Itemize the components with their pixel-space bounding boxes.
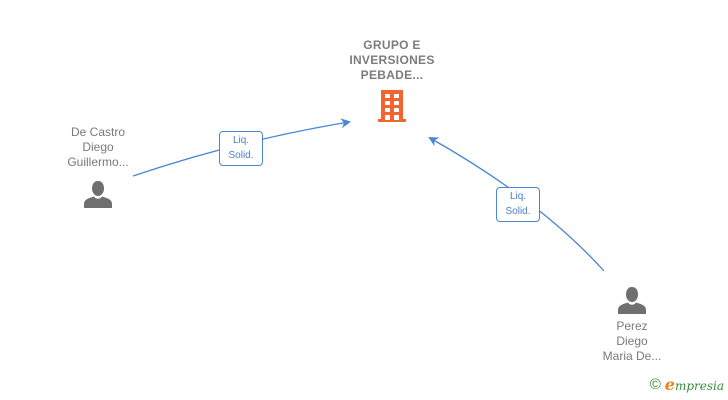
person-name: Perez Diego Maria De...: [602, 319, 662, 363]
company-name: GRUPO E INVERSIONES PEBADE...: [349, 38, 435, 82]
brand-initial: e: [664, 375, 675, 394]
company-node[interactable]: GRUPO E INVERSIONES PEBADE...: [332, 38, 452, 124]
person-icon: [84, 181, 112, 208]
person-node-de-castro[interactable]: De Castro Diego Guillermo...: [48, 125, 148, 209]
person-icon: [618, 287, 646, 314]
empresia-logo[interactable]: empresia: [665, 375, 724, 394]
person-name: De Castro Diego Guillermo...: [67, 125, 129, 169]
edge-label-perez[interactable]: Liq. Solid.: [496, 187, 540, 222]
building-icon: [378, 90, 406, 122]
footer-brand: © empresia: [650, 375, 724, 394]
copyright-icon: ©: [649, 375, 661, 393]
person-node-perez[interactable]: Perez Diego Maria De...: [582, 285, 682, 364]
brand-rest: mpresia: [674, 379, 724, 393]
edge-label-de-castro[interactable]: Liq. Solid.: [219, 131, 263, 166]
